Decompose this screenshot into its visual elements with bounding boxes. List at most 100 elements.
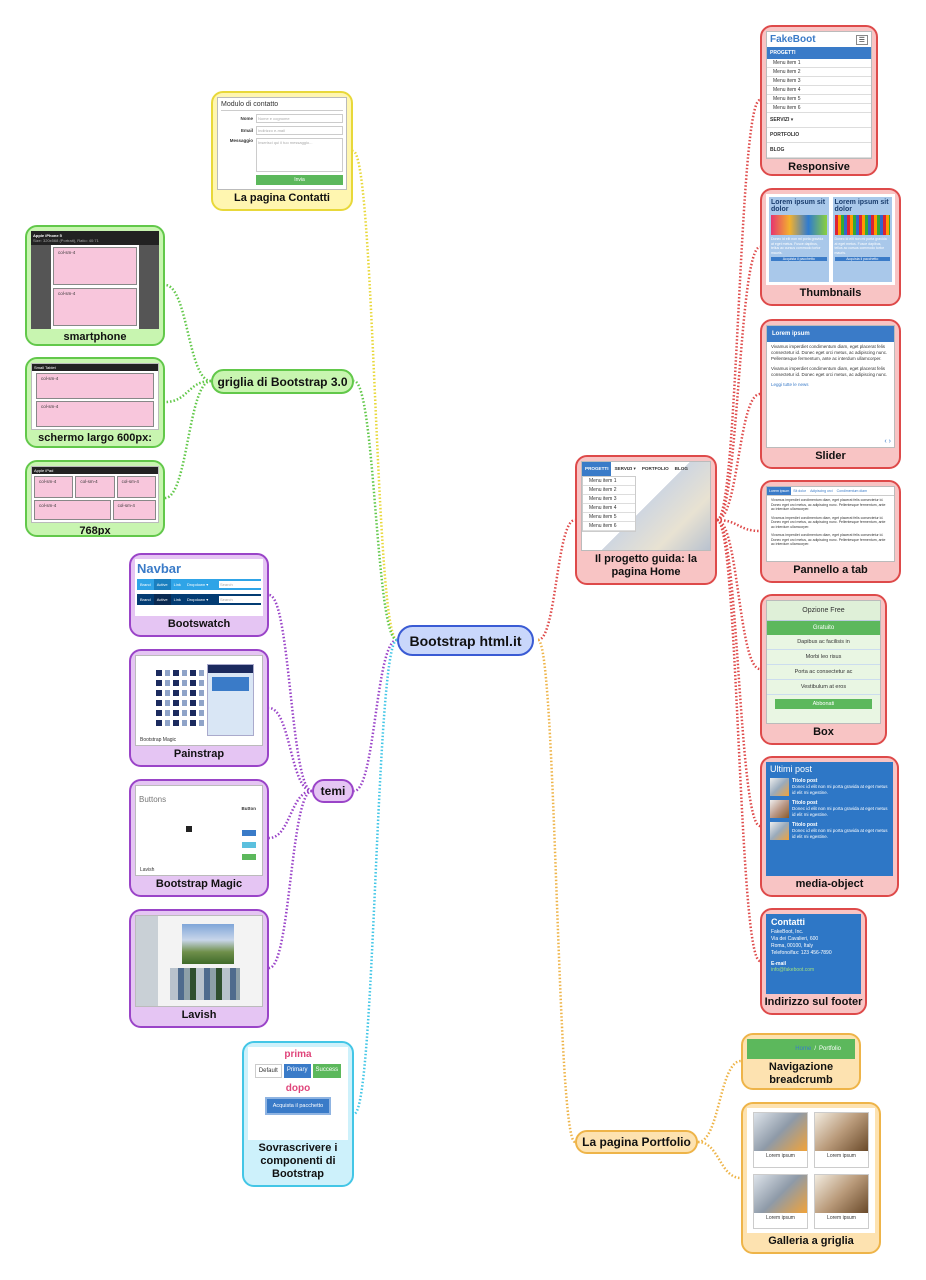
- after-label: dopo: [285, 1083, 311, 1094]
- tab-paragraph: Vivamus imperdiet condimentum diam, eget…: [771, 515, 886, 529]
- footer-line: FakeBoot, Inc.: [771, 929, 804, 935]
- bootswatch-label: Bootswatch: [167, 618, 231, 630]
- tabs-node[interactable]: Lorem ipsum Sit dolor Adipiscing orci Co…: [760, 480, 901, 583]
- home-node[interactable]: PROGETTI SERVIZI ▾ PORTFOLIO BLOG Menu i…: [575, 455, 717, 585]
- post-title: Titolo post: [791, 822, 818, 828]
- breadcrumb-bar: Home / Portfolio: [747, 1039, 855, 1059]
- tab-item[interactable]: Condimentum diam: [836, 489, 868, 493]
- thumbnails-node[interactable]: Lorem ipsum sit dolor Donec id elit non …: [760, 188, 901, 306]
- slider-p1: Vivamus imperdiet condimentum diam, eget…: [771, 344, 888, 361]
- default-button[interactable]: Default: [254, 1064, 282, 1078]
- gallery-caption: Lorem ipsum: [827, 1214, 856, 1221]
- box-node[interactable]: Opzione Free Gratuito Dapibus ac facilis…: [760, 594, 887, 745]
- slider-label: Slider: [815, 450, 846, 462]
- nav-active: Active: [153, 579, 171, 590]
- px768-screenshot: Apple iPad col-sm-4 col-sm-4 col-sm-4 co…: [31, 466, 159, 523]
- responsive-node[interactable]: FakeBoot ☰ PROGETTI Menu item 1 Menu ite…: [760, 25, 878, 176]
- gallery-label: Galleria a griglia: [768, 1235, 854, 1247]
- tab-item[interactable]: Sit dolor: [793, 489, 807, 493]
- palette-image: [170, 968, 240, 1000]
- name-input[interactable]: Nome e cognome: [256, 114, 343, 123]
- device-info: Size: 320x568 (Portrait), Ratio: 40:71: [33, 238, 99, 243]
- slider-node[interactable]: Lorem ipsum Vivamus imperdiet condimentu…: [760, 319, 901, 469]
- search-input[interactable]: Search: [219, 596, 261, 603]
- slider-arrows-icon[interactable]: ‹ ›: [884, 438, 891, 445]
- gallery-node[interactable]: Lorem ipsum Lorem ipsum Lorem ipsum Lore…: [741, 1102, 881, 1254]
- edge-home-responsive: [715, 98, 762, 522]
- nav-link: Link: [173, 597, 181, 602]
- field-label: Email: [240, 128, 253, 133]
- media-node[interactable]: Ultimi post Titolo post Donec id elit no…: [760, 756, 899, 897]
- menu-extra: BLOG: [767, 143, 871, 158]
- magic-node[interactable]: Buttons Button Lavish Bootstrap Magic: [129, 779, 269, 897]
- wide-label: schermo largo 600px:: [38, 432, 152, 444]
- menu-item: Menu item 1: [583, 477, 635, 486]
- edge-home-box: [716, 518, 761, 671]
- nav-progetti: PROGETTI: [582, 462, 612, 476]
- success-button[interactable]: Success: [312, 1064, 342, 1078]
- menu-item: Menu item 1: [767, 59, 871, 68]
- gallery-item[interactable]: Lorem ipsum: [814, 1112, 869, 1168]
- responsive-label: Responsive: [788, 161, 850, 173]
- breadcrumb-node[interactable]: Home / Portfolio Navigazione breadcrumb: [741, 1033, 861, 1090]
- root-node[interactable]: Bootstrap html.it: [397, 625, 534, 656]
- device-name: Apple iPad: [32, 467, 158, 474]
- portfolio-node[interactable]: La pagina Portfolio: [575, 1130, 698, 1154]
- tab-item[interactable]: Adipiscing orci: [810, 489, 833, 493]
- grid-node[interactable]: griglia di Bootstrap 3.0: [211, 369, 354, 394]
- contatti-label: La pagina Contatti: [234, 192, 330, 204]
- slider-link[interactable]: Leggi tutte le news: [771, 382, 809, 387]
- menu-item: Menu item 6: [583, 522, 635, 531]
- box-price: Gratuito: [767, 621, 880, 635]
- painstrap-node[interactable]: Bootstrap Magic Painstrap: [129, 649, 269, 767]
- lavish-screenshot: [135, 915, 263, 1007]
- buy-button[interactable]: Acquista il pacchetto: [264, 1097, 332, 1115]
- edge-root-contatti: [351, 149, 399, 642]
- magic-heading: Buttons: [139, 795, 167, 804]
- lavish-node[interactable]: Lavish: [129, 909, 269, 1028]
- pencils-image: [771, 215, 827, 235]
- magic-side: Button: [241, 806, 257, 811]
- gallery-item[interactable]: Lorem ipsum: [753, 1112, 808, 1168]
- bootswatch-node[interactable]: Navbar Brand Active Link Dropdown ▾ Sear…: [129, 553, 269, 637]
- temi-node[interactable]: temi: [312, 779, 354, 803]
- pencils-image: [834, 215, 890, 235]
- slider-p2: Vivamus imperdiet condimentum diam, eget…: [771, 366, 888, 377]
- message-textarea[interactable]: Inserisci qui il tuo messaggio...: [256, 138, 343, 172]
- primary-button[interactable]: Primary: [283, 1064, 311, 1078]
- box-row: Dapibus ac facilisis in: [767, 635, 880, 650]
- hamburger-icon[interactable]: ☰: [855, 34, 868, 45]
- email-input[interactable]: Indirizzo e-mail: [256, 126, 343, 135]
- grid-cell: col-sm-4: [53, 288, 137, 326]
- footer-node[interactable]: Contatti FakeBoot, Inc. Via dei Cavalier…: [760, 908, 867, 1015]
- wide-node[interactable]: Small Tablet col-sm-4 col-sm-4 schermo l…: [25, 357, 165, 448]
- override-node[interactable]: prima Default Primary Success dopo Acqui…: [242, 1041, 354, 1187]
- buy-button[interactable]: Acquista il pacchetto: [834, 257, 890, 261]
- px768-node[interactable]: Apple iPad col-sm-4 col-sm-4 col-sm-4 co…: [25, 460, 165, 537]
- section-bar: PROGETTI: [767, 47, 871, 59]
- breadcrumb-separator: /: [814, 1046, 816, 1052]
- nav-blog: BLOG: [674, 466, 688, 471]
- send-button[interactable]: Invia: [256, 175, 343, 185]
- breadcrumb-home[interactable]: Home: [795, 1046, 812, 1052]
- grid-cell: col-sm-4: [116, 476, 156, 498]
- gallery-screenshot: Lorem ipsum Lorem ipsum Lorem ipsum Lore…: [747, 1108, 875, 1233]
- gallery-item[interactable]: Lorem ipsum: [814, 1173, 869, 1229]
- subscribe-button[interactable]: Abbonati: [775, 699, 872, 709]
- search-input[interactable]: Search: [219, 581, 261, 588]
- tab-item[interactable]: Lorem ipsum: [767, 487, 792, 495]
- grid-cell: col-sm-4: [53, 247, 137, 285]
- footer-email[interactable]: info@fakeboot.com: [771, 967, 815, 973]
- grid-cell: col-sm-4: [112, 500, 156, 520]
- fakeboot-brand: FakeBoot: [770, 34, 816, 45]
- edge-temi-magic: [268, 789, 313, 840]
- buy-button[interactable]: Acquista il pacchetto: [771, 257, 827, 261]
- gallery-item[interactable]: Lorem ipsum: [753, 1173, 808, 1229]
- footer-email-label: E-mail: [771, 961, 787, 967]
- footer-line: Roma, 00100, Italy: [771, 943, 813, 949]
- tabs-label: Pannello a tab: [793, 564, 868, 576]
- field-label: Nome: [240, 116, 253, 121]
